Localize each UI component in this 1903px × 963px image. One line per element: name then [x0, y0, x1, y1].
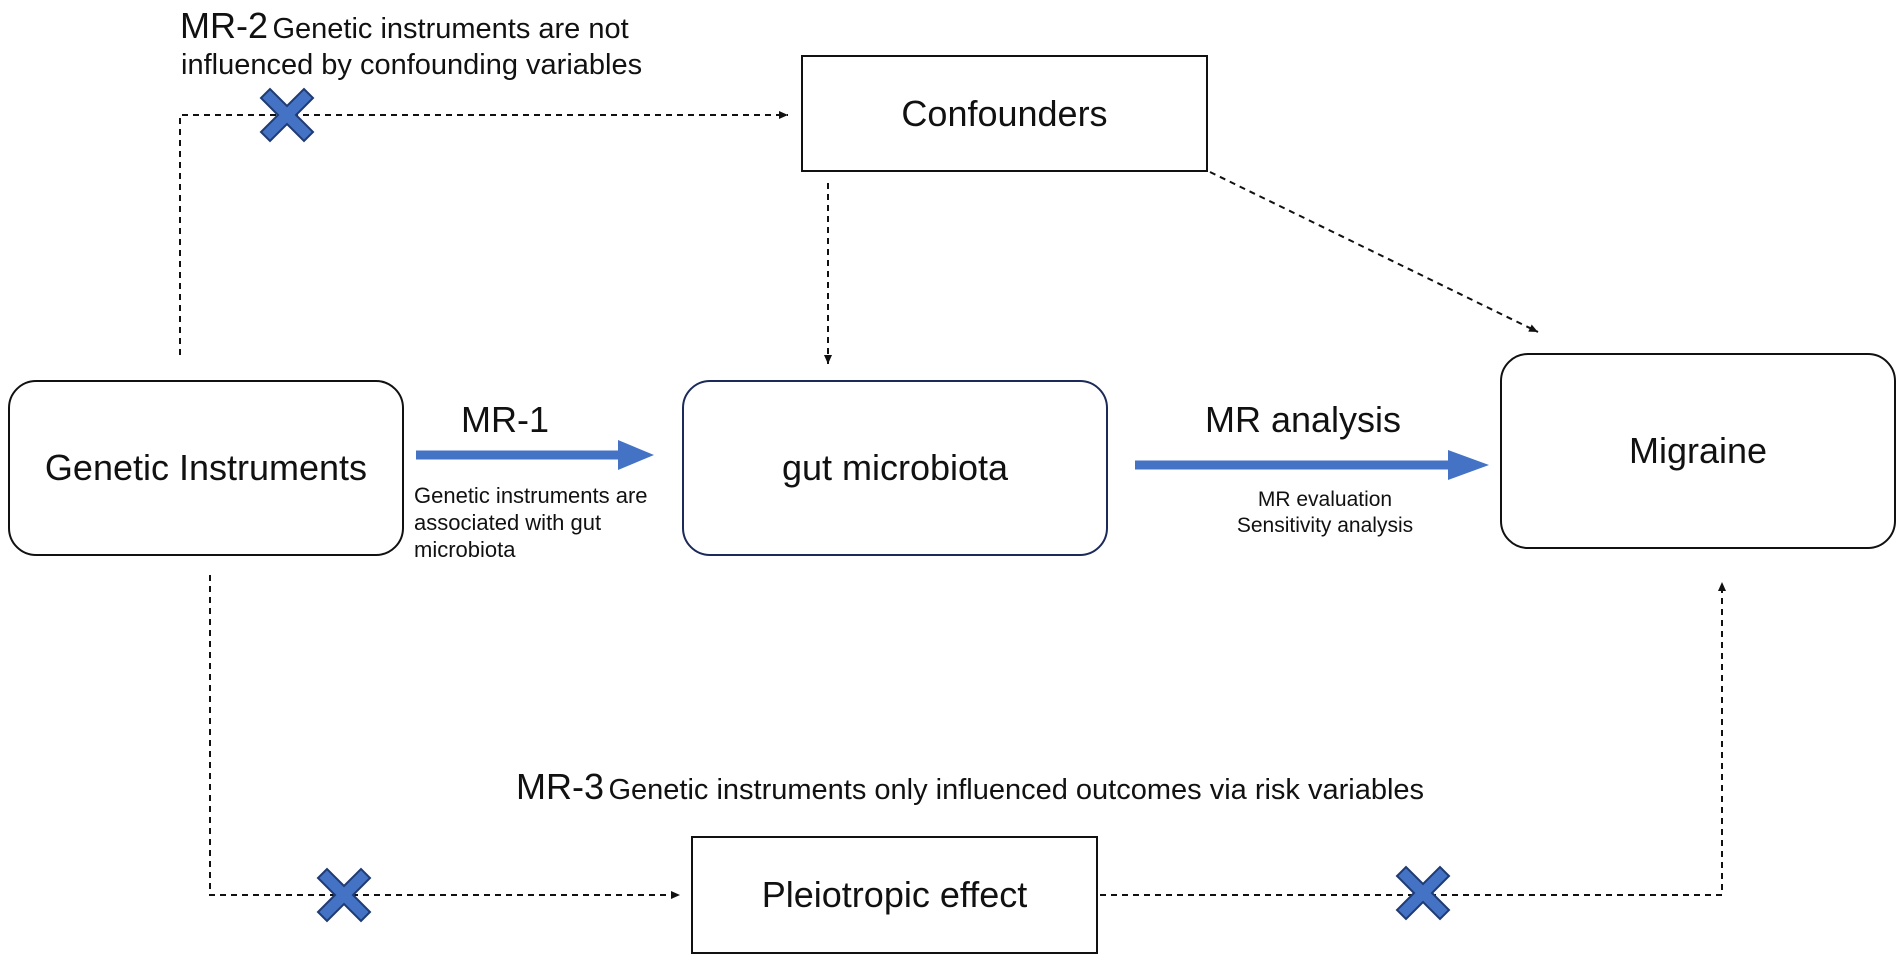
mr1-code: MR-1: [461, 399, 549, 440]
x-cross-icon: [316, 867, 372, 923]
node-pleiotropic-effect-label: Pleiotropic effect: [761, 874, 1028, 915]
node-pleiotropic-effect: Pleiotropic effect: [691, 836, 1098, 954]
mr1-text-line3: microbiota: [414, 536, 516, 562]
mr1-arrow: [416, 440, 654, 470]
mr1-description: Genetic instruments are associated with …: [414, 483, 648, 563]
mr2-text-line2: influenced by confounding variables: [181, 49, 643, 81]
mr2-text-line1: Genetic instruments are not: [272, 13, 629, 45]
mr-analysis-arrow: [1135, 450, 1489, 480]
mr3-right-dashed-path: [1100, 582, 1726, 896]
mr2-label: MR-2 Genetic instruments are not: [180, 4, 629, 47]
mr3-code: MR-3: [516, 766, 604, 807]
confounders-to-migraine-arrow: [1209, 171, 1539, 333]
mr3-text: Genetic instruments only influenced outc…: [608, 774, 1425, 806]
node-genetic-instruments-label: Genetic Instruments: [44, 447, 368, 488]
mr2-code: MR-2: [180, 5, 268, 46]
node-confounders-label: Confounders: [901, 92, 1108, 134]
mr3-label: MR-3 Genetic instruments only influenced…: [516, 765, 1424, 808]
mr1-code-wrap: MR-1: [461, 398, 549, 441]
node-gut-microbiota-label: gut microbiota: [781, 447, 1009, 488]
mr-evaluation-text: MR evaluation: [1257, 488, 1393, 511]
x-cross-icon: [259, 87, 315, 143]
node-gut-microbiota: gut microbiota: [682, 380, 1108, 556]
mr2-dashed-path: [179, 111, 788, 355]
mr2-text-line2-wrap: influenced by confounding variables: [181, 48, 642, 83]
mr1-text-line2: associated with gut: [414, 509, 602, 535]
mr-analysis-title-wrap: MR analysis: [1205, 398, 1401, 441]
node-confounders: Confounders: [801, 55, 1208, 172]
x-cross-icon: [1395, 865, 1451, 921]
node-genetic-instruments: Genetic Instruments: [8, 380, 404, 556]
mr1-text-line1: Genetic instruments are: [414, 483, 648, 508]
mr-analysis-details: MR evaluation Sensitivity analysis: [1210, 487, 1440, 538]
mr3-left-dashed-path: [209, 575, 680, 899]
node-migraine-label: Migraine: [1628, 430, 1768, 471]
mr-analysis-title: MR analysis: [1205, 399, 1402, 440]
node-migraine: Migraine: [1500, 353, 1896, 549]
sensitivity-analysis-text: Sensitivity analysis: [1236, 513, 1414, 537]
